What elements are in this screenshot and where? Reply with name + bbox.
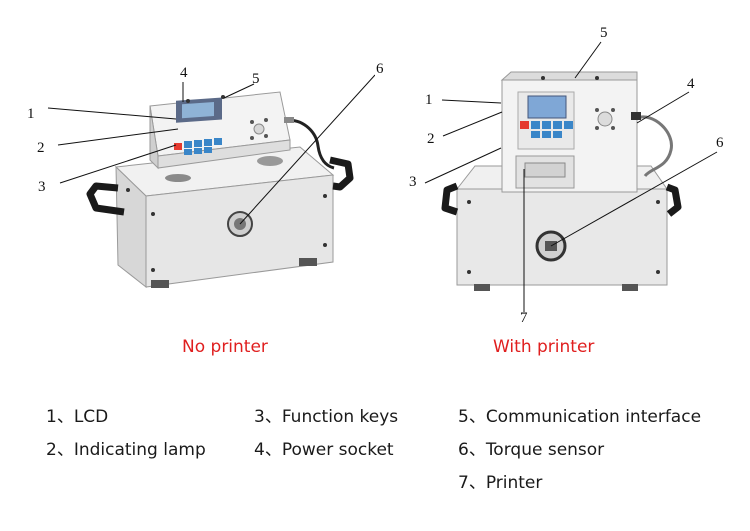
- callout-2: 2: [37, 140, 45, 156]
- legend-item-printer: 7、Printer: [458, 473, 543, 493]
- callout-7: 7: [520, 310, 528, 326]
- figure-with-printer: 1 2 3 4 5 6 7 With printer: [375, 0, 750, 358]
- callout-4: 4: [180, 65, 188, 81]
- callout-4: 4: [687, 76, 695, 92]
- caption-no-printer: No printer: [182, 337, 268, 357]
- legend-item-indicating-lamp: 2、Indicating lamp: [46, 440, 206, 460]
- callout-6: 6: [376, 61, 384, 77]
- tester-with-printer-illustration: [424, 41, 718, 312]
- callout-3: 3: [38, 179, 46, 195]
- legend-item-communication-interface: 5、Communication interface: [458, 407, 702, 427]
- callout-6: 6: [716, 135, 724, 151]
- figure-no-printer: 1 2 3 4 5 6 No printer: [0, 0, 384, 358]
- callout-5: 5: [600, 25, 608, 41]
- callout-3: 3: [409, 174, 417, 190]
- callout-5: 5: [252, 71, 260, 87]
- legend-item-lcd: 1、LCD: [46, 407, 109, 427]
- legend-item-torque-sensor: 6、Torque sensor: [458, 440, 605, 460]
- callout-1: 1: [27, 106, 35, 122]
- callout-2: 2: [427, 131, 435, 147]
- callout-1: 1: [425, 92, 433, 108]
- legend-item-function-keys: 3、Function keys: [254, 407, 399, 427]
- legend-item-power-socket: 4、Power socket: [254, 440, 394, 460]
- tester-no-printer-illustration: [47, 74, 375, 289]
- caption-with-printer: With printer: [493, 337, 595, 357]
